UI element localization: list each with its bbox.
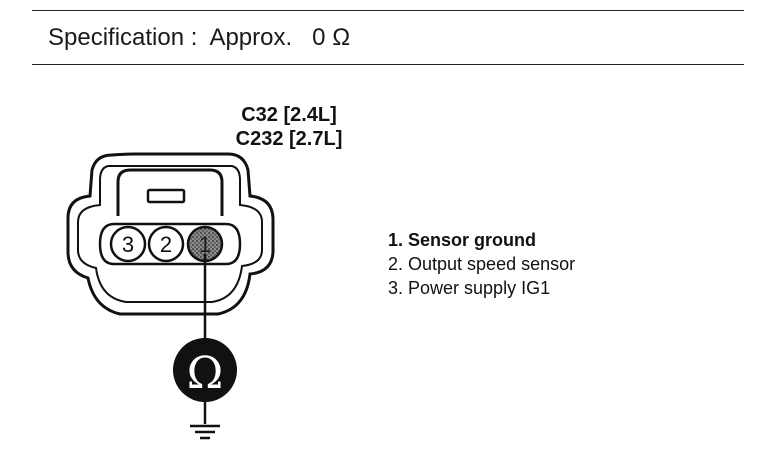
connector-housing-inner — [77, 165, 263, 303]
bottom-rule — [32, 64, 744, 65]
top-rule — [32, 10, 744, 11]
spec-amount: 0 — [312, 24, 326, 51]
connector-code-2-4l: C32 [2.4L] — [241, 104, 337, 126]
legend-item-1: 1. Sensor ground — [388, 230, 537, 250]
pin-1-label: 1 — [199, 232, 211, 257]
keying-slot — [146, 188, 186, 204]
ohmmeter-icon — [173, 338, 237, 402]
spec-value: Approx. — [209, 24, 293, 51]
pin-3-label: 3 — [122, 232, 134, 257]
spec-unit: Ω — [332, 24, 351, 51]
ground-icon — [190, 424, 220, 440]
spec-separator: : — [190, 24, 198, 51]
pin-legend: 1. Sensor ground 2. Output speed sensor … — [388, 228, 575, 300]
specification-line: Specification : Approx. 0 Ω — [48, 24, 350, 52]
legend-item-2: 2. Output speed sensor — [388, 254, 576, 274]
pin-2-label: 2 — [160, 232, 172, 257]
locking-tab — [116, 168, 224, 216]
ohmmeter-symbol: Ω — [187, 348, 223, 399]
connector-code-2-7l: C232 [2.7L] — [235, 128, 343, 150]
spec-label: Specification — [48, 24, 185, 51]
pin-2 — [147, 225, 185, 263]
pin-3 — [109, 225, 147, 263]
legend-item-3: 3. Power supply IG1 — [388, 278, 551, 298]
